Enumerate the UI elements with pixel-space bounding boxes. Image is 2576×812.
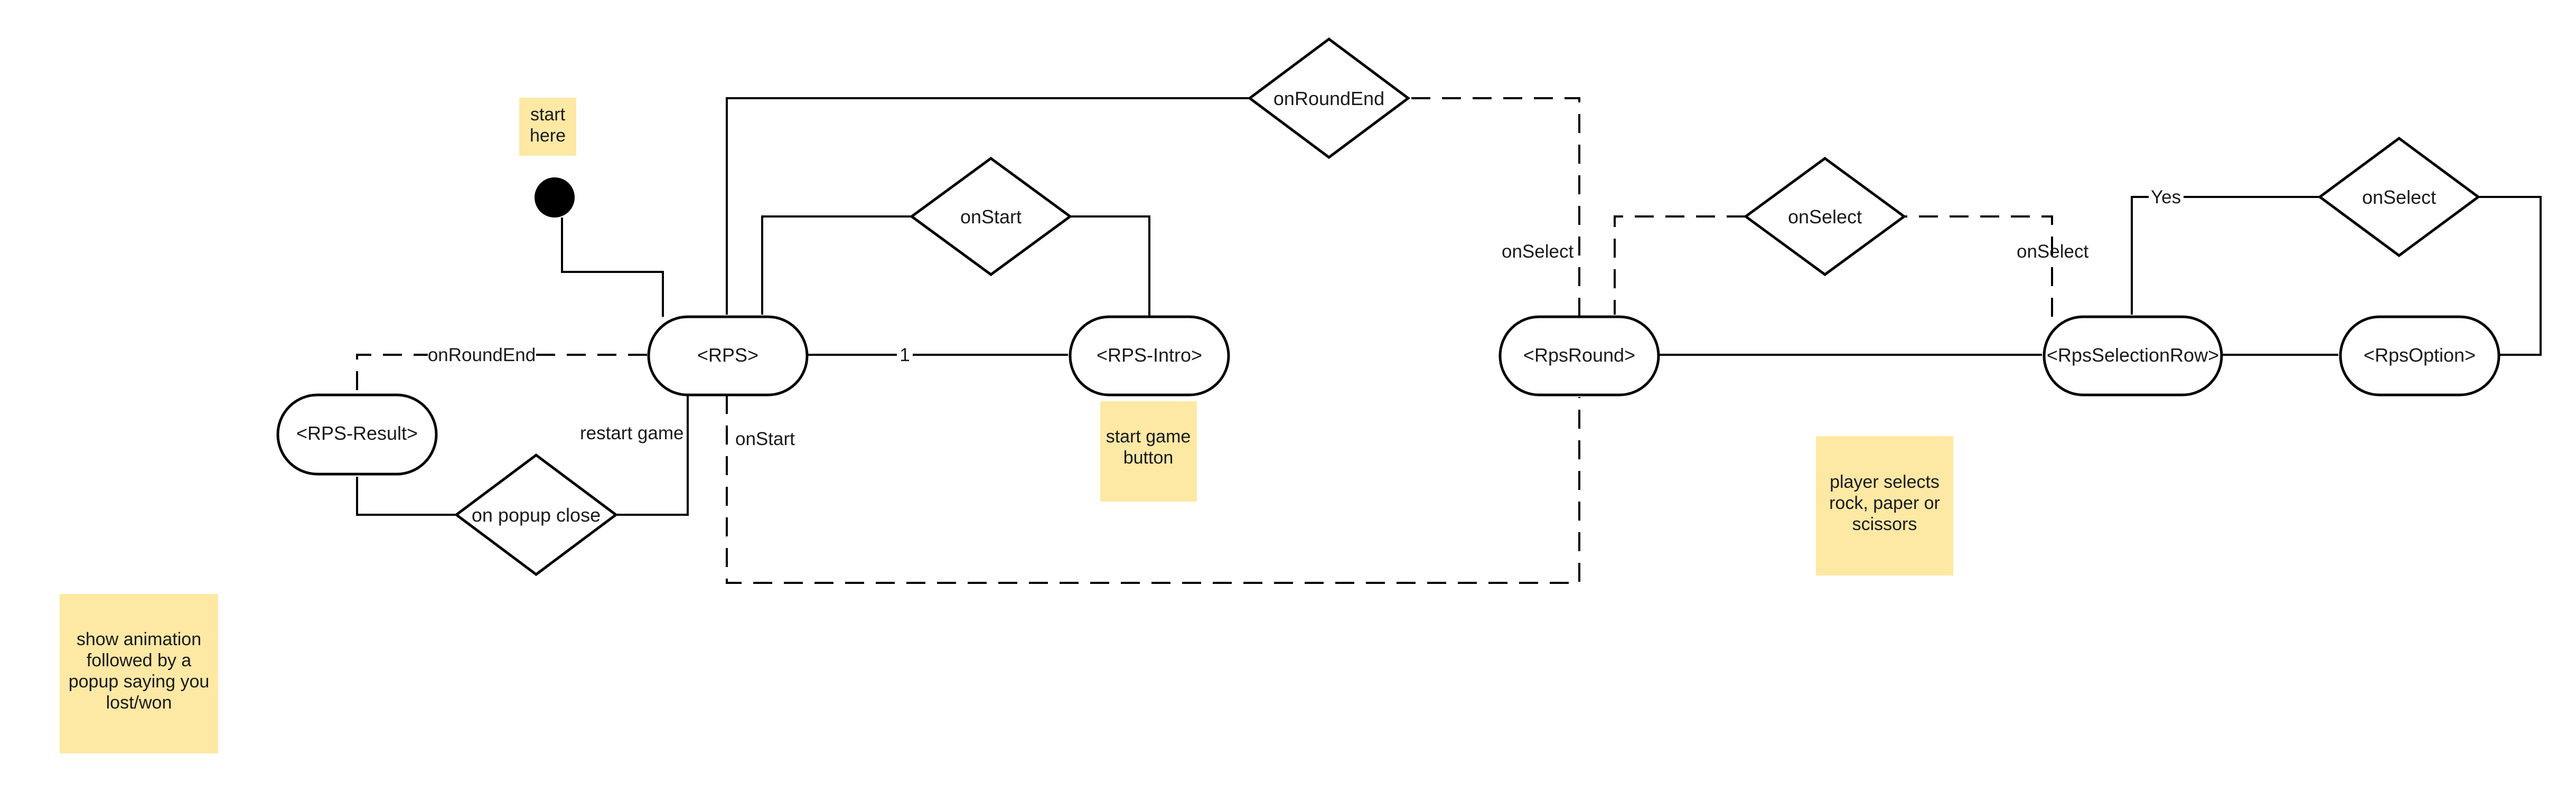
node-rps-selection-row-label: <RpsSelectionRow> — [2047, 344, 2219, 366]
edge-start-to-rps — [561, 218, 664, 317]
note-line: player selects — [1830, 472, 1940, 492]
edge-label-onselect-row: onSelect — [2017, 241, 2088, 262]
edge-selectionrow-to-onselect — [1905, 215, 2053, 317]
decision-on-select-right-label: onSelect — [2362, 186, 2436, 208]
edge-onselect-to-round — [1614, 215, 1746, 315]
note-line: start — [530, 105, 566, 125]
node-rps-intro[interactable]: <RPS-Intro> — [1069, 315, 1230, 396]
node-rps-result-label: <RPS-Result> — [296, 422, 418, 444]
edge-round-to-onroundend — [1409, 97, 1580, 317]
svg-text:onRoundEnd: onRoundEnd — [428, 345, 536, 365]
node-rps-result[interactable]: <RPS-Result> — [276, 393, 438, 476]
edge-rps-to-result — [356, 354, 647, 392]
decision-on-popup-close-label: on popup close — [472, 504, 601, 526]
note-start-here: start here — [519, 98, 576, 156]
note-line: followed by a — [87, 650, 192, 671]
note-show-animation: show animation followed by a popup sayin… — [60, 594, 218, 753]
decision-on-start[interactable]: onStart — [909, 156, 1073, 277]
edge-label-onselect-up: onSelect — [1502, 241, 1573, 262]
edge-intro-to-onstart — [1071, 215, 1150, 316]
node-rps[interactable]: <RPS> — [647, 315, 809, 396]
note-line: scissors — [1852, 514, 1917, 534]
edge-label-onstart: onStart — [735, 429, 795, 449]
node-rps-intro-label: <RPS-Intro> — [1097, 344, 1202, 366]
edge-onselect-to-selectionrow — [2131, 196, 2320, 315]
edge-rps-to-round — [726, 395, 1580, 584]
note-line: start game — [1106, 427, 1191, 447]
edge-onroundend-to-rps — [726, 97, 1249, 315]
edge-onstart-to-rps — [761, 215, 912, 315]
decision-on-select-mid-label: onSelect — [1788, 206, 1862, 228]
node-rps-label: <RPS> — [697, 344, 758, 366]
edge-label-restart-game: restart game — [580, 423, 683, 443]
start-dot — [535, 177, 575, 218]
edge-label-onroundend: onRoundEnd — [428, 344, 536, 365]
note-line: rock, paper or — [1829, 493, 1940, 513]
edge-label-yes: Yes — [2149, 186, 2184, 207]
node-rps-selection-row[interactable]: <RpsSelectionRow> — [2043, 315, 2223, 396]
note-start-game-button: start game button — [1100, 401, 1197, 502]
edge-option-to-onselect — [2478, 196, 2542, 356]
decision-on-start-label: onStart — [960, 206, 1022, 228]
decision-on-round-end[interactable]: onRoundEnd — [1247, 37, 1411, 159]
edge-popup-to-rps — [617, 395, 689, 516]
node-rps-round-label: <RpsRound> — [1523, 344, 1635, 366]
node-rps-round[interactable]: <RpsRound> — [1498, 315, 1660, 396]
node-rps-option-label: <RpsOption> — [2364, 344, 2476, 366]
note-line: popup saying you — [69, 672, 210, 692]
decision-on-round-end-label: onRoundEnd — [1273, 88, 1384, 109]
node-rps-option[interactable]: <RpsOption> — [2339, 315, 2500, 396]
svg-text:1: 1 — [900, 345, 910, 365]
note-line: button — [1123, 448, 1174, 468]
note-line: show animation — [77, 629, 201, 649]
decision-on-select-mid[interactable]: onSelect — [1743, 156, 1907, 277]
note-line: lost/won — [106, 693, 172, 713]
edge-popup-to-result — [356, 477, 455, 516]
decision-on-select-right[interactable]: onSelect — [2317, 136, 2481, 258]
svg-text:Yes: Yes — [2151, 187, 2181, 207]
edge-label-one: 1 — [897, 344, 913, 365]
note-line: here — [530, 126, 566, 146]
decision-on-popup-close[interactable]: on popup close — [454, 453, 619, 577]
note-player-selects: player selects rock, paper or scissors — [1816, 436, 1953, 575]
